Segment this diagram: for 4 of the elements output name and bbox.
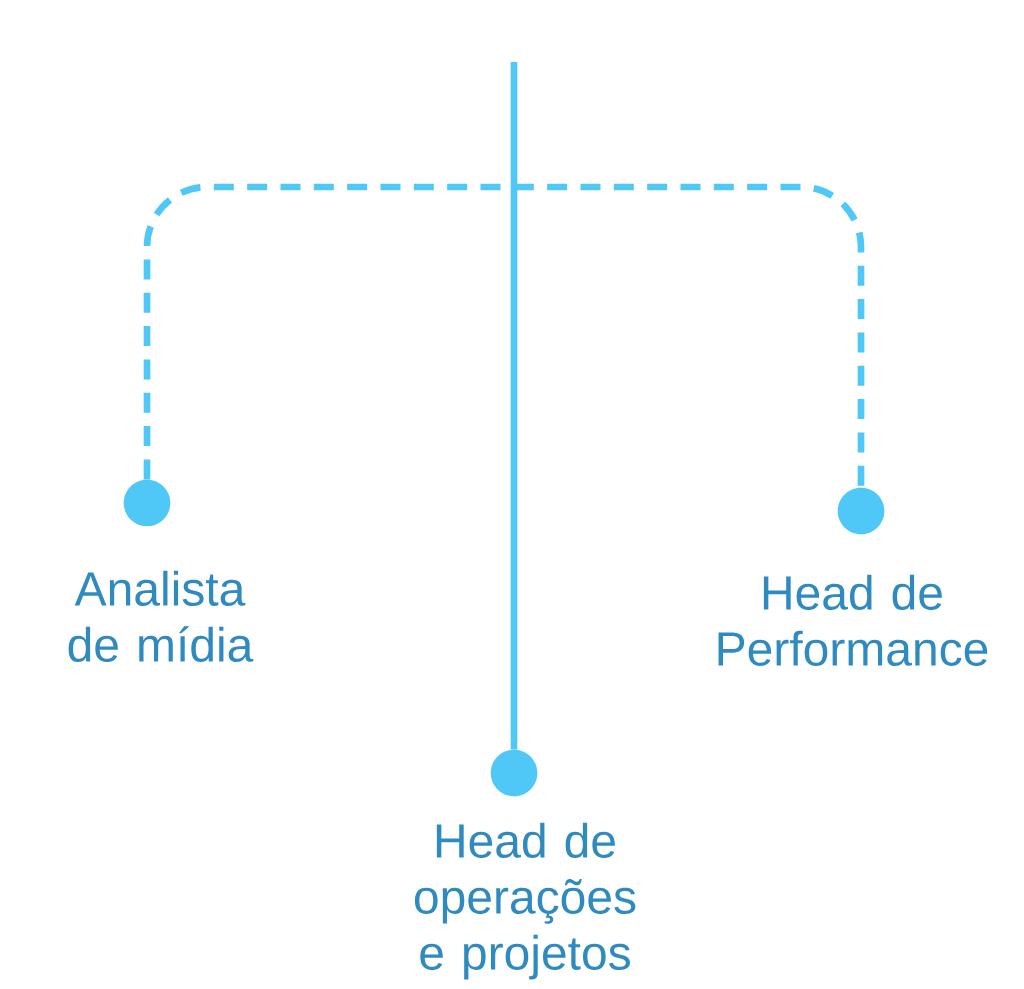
node-label: Head de Performance [718, 574, 988, 666]
node-label: Analista de mídia [68, 570, 254, 662]
node-label: Head de operações e projetos [414, 822, 636, 980]
connector-line [143, 183, 865, 488]
